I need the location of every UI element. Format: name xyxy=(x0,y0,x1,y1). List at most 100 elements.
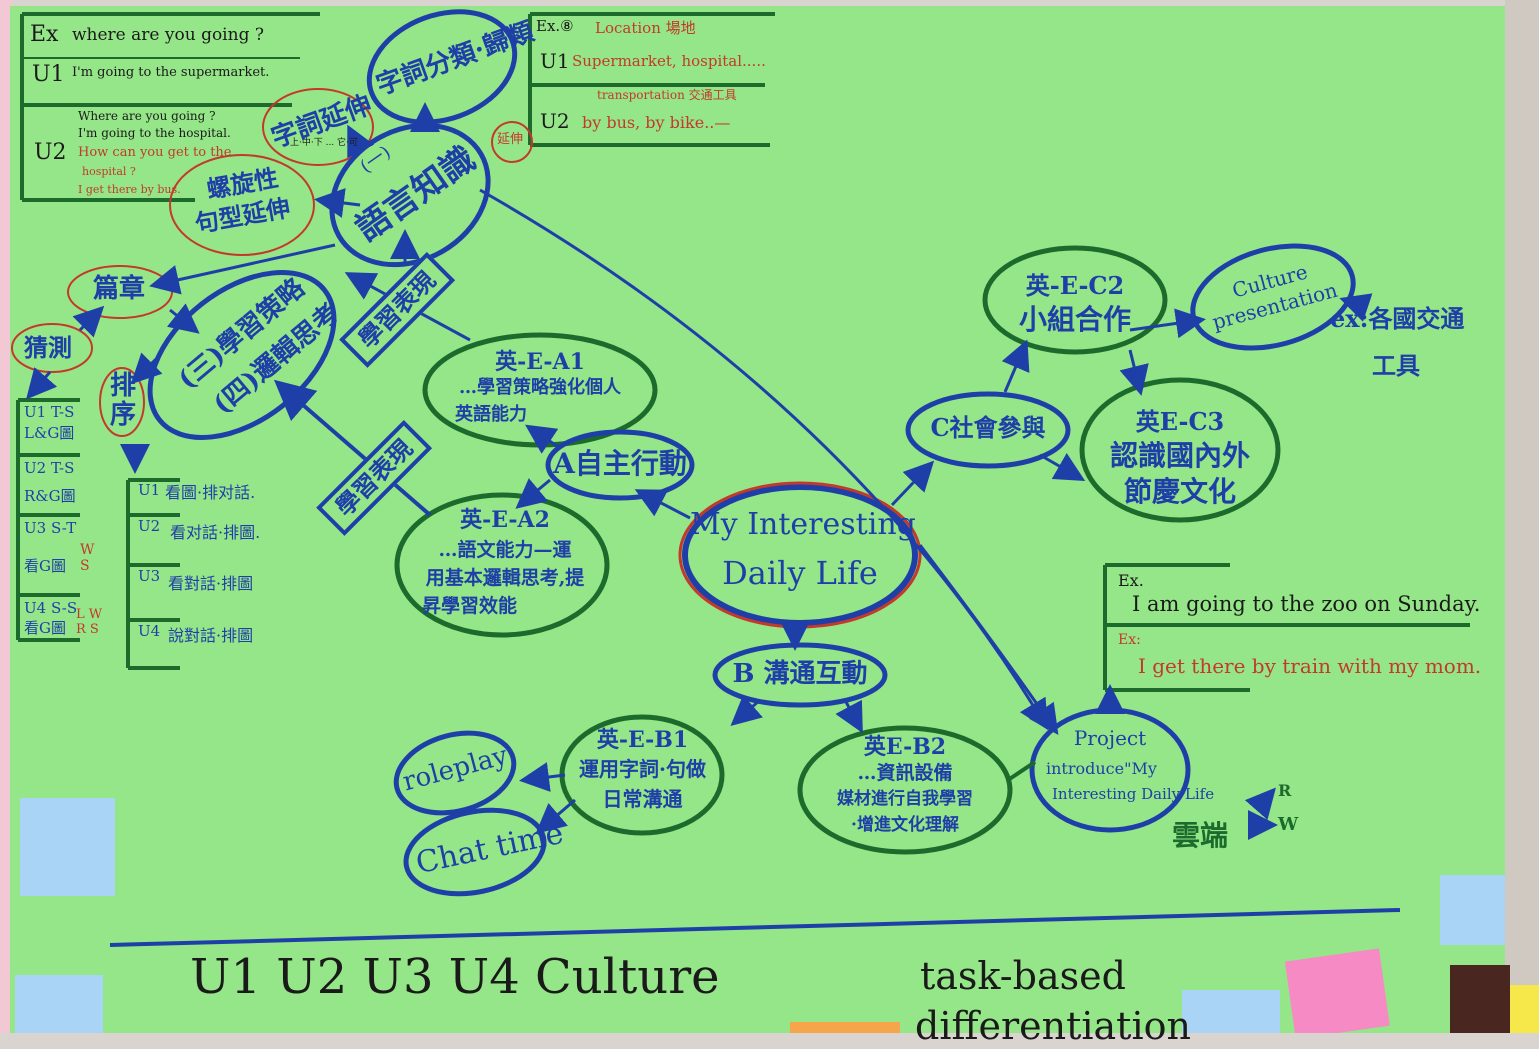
node-roleplay xyxy=(393,730,517,816)
ec3-line3: 節慶文化 xyxy=(1123,475,1236,508)
ea1-line3: 英語能力 xyxy=(455,404,527,425)
node-spiral xyxy=(169,154,315,256)
cloud-label: 雲端 xyxy=(1172,819,1229,852)
ec2-title: 英-E-C2 xyxy=(1025,271,1125,300)
ea2-line3: 用基本邏輯思考,提 xyxy=(425,567,585,589)
ea2-title: 英-E-A2 xyxy=(460,507,550,533)
sticky-note-pink xyxy=(1284,948,1390,1033)
eb2-title: 英E-B2 xyxy=(863,734,947,760)
eb2-line2: …資訊設備 xyxy=(857,762,953,784)
u1-label: U1 xyxy=(32,62,65,87)
unit-sub: 看G圖 xyxy=(24,619,66,637)
eb1-line3: 日常溝通 xyxy=(602,787,683,811)
center-title-1: My Interesting xyxy=(690,507,916,542)
ex-label: Ex xyxy=(30,22,59,47)
example2-label: Ex: xyxy=(1118,632,1141,648)
u2-line2: I'm going to the hospital. xyxy=(78,126,231,140)
unit-name: U3 S-T xyxy=(24,519,77,537)
node-ec2 xyxy=(982,245,1168,355)
extend-label: 延伸 xyxy=(497,132,524,147)
u2-line1: Where are you going ? xyxy=(78,109,216,123)
ea2-line4: 昇學習效能 xyxy=(422,595,518,617)
dark-object xyxy=(1450,965,1510,1033)
step-text: 看圖·排对話. xyxy=(165,483,256,502)
node-c xyxy=(905,391,1071,469)
unit-sub: 看G圖 xyxy=(24,557,66,575)
u2-line3: How can you get to the xyxy=(78,145,232,160)
ea1-title: 英-E-A1 xyxy=(495,349,585,375)
mid-transport: transportation 交通工具 xyxy=(597,88,737,102)
right-example-frame xyxy=(1103,563,1470,692)
mid-u1-label: U1 xyxy=(540,49,570,73)
step-text: 看對話·排圖 xyxy=(168,574,254,593)
unit-name: U1 T-S xyxy=(24,403,75,421)
eb2-line4: ·增進文化理解 xyxy=(851,815,959,835)
mid-u1-text: Supermarket, hospital..... xyxy=(572,52,766,70)
vocab-ext-note: 上·中·下 ... 它·可 xyxy=(290,138,358,148)
u2-line4: hospital ? xyxy=(82,165,136,178)
project-line3: Interesting Daily Life xyxy=(1052,785,1215,803)
ea2-line2: …語文能力—運 xyxy=(438,539,572,561)
wall-right xyxy=(1505,0,1539,1033)
u2-label: U2 xyxy=(34,140,67,165)
sticky-note-orange xyxy=(790,1022,900,1033)
node-ea2 xyxy=(394,492,610,638)
node-a xyxy=(545,429,695,501)
unit-side: L W R S xyxy=(76,607,103,637)
bottom-units: U1 U2 U3 U4 Culture xyxy=(190,949,720,1005)
sticky-note-blue-bottom-left xyxy=(15,975,103,1033)
project-line2: introduce"My xyxy=(1046,759,1157,778)
center-title-2: Daily Life xyxy=(722,554,878,592)
node-chattime xyxy=(403,807,547,897)
mid-location: Location 場地 xyxy=(595,19,696,37)
bottom-task: task-based xyxy=(920,954,1126,998)
unit-name: U4 S-S xyxy=(24,599,78,617)
order-steps-frame xyxy=(126,478,180,670)
step-text: 說對話·排圖 xyxy=(168,626,254,645)
u1-answer: I'm going to the supermarket. xyxy=(72,65,270,80)
node-extend xyxy=(491,121,533,163)
step-unit: U2 xyxy=(138,517,161,535)
eb1-title: 英-E-B1 xyxy=(596,727,689,753)
ec2-line2: 小組合作 xyxy=(1018,303,1131,336)
node-order xyxy=(99,367,145,437)
mid-u2-text: by bus, by bike..— xyxy=(582,113,731,132)
sticky-note-blue-left xyxy=(20,798,115,896)
node-ec3 xyxy=(1079,377,1281,523)
top-left-box-frame xyxy=(20,12,320,202)
sticky-note-blue-right xyxy=(1440,875,1505,945)
step-unit: U1 xyxy=(138,481,161,499)
example2-text: I get there by train with my mom. xyxy=(1138,654,1482,678)
ec3-title: 英E-C3 xyxy=(1135,407,1225,436)
eb2-to-project-line xyxy=(1006,760,1037,782)
r-mark: R xyxy=(1278,781,1292,800)
node-eb2 xyxy=(797,725,1013,855)
u2-line5: I get there by bus. xyxy=(78,183,181,196)
ea1-line2: …學習策略強化個人 xyxy=(459,377,621,398)
unit-side: W S xyxy=(80,542,95,575)
eb2-line3: 媒材進行自我學習 xyxy=(837,789,973,809)
step-unit: U4 xyxy=(138,622,161,640)
eb1-line2: 運用字詞·句做 xyxy=(579,757,706,781)
bottom-divider xyxy=(109,908,1401,947)
a-node-label: A自主行動 xyxy=(553,447,687,480)
example1-text: I am going to the zoo on Sunday. xyxy=(1132,592,1481,616)
poster-paper xyxy=(10,6,1505,1033)
bottom-diff: differentiation xyxy=(915,1004,1191,1048)
ex-question: where are you going ? xyxy=(72,25,264,45)
example1-label: Ex. xyxy=(1118,571,1144,590)
w-mark: W xyxy=(1278,814,1299,835)
project-title: Project xyxy=(1073,726,1147,750)
node-language xyxy=(329,122,491,268)
step-text: 看对話·排圖. xyxy=(170,523,261,542)
ec3-line2: 認識國內外 xyxy=(1109,439,1250,472)
culture-example-2: 工具 xyxy=(1372,351,1420,380)
node-vocab-class xyxy=(366,9,518,125)
c-node-label: C社會參與 xyxy=(930,413,1046,442)
culture-example-1: ex:各國交通 xyxy=(1330,304,1465,333)
top-mid-box-frame xyxy=(528,12,775,147)
step-unit: U3 xyxy=(138,567,161,585)
mid-ex-label: Ex.⑧ xyxy=(536,17,574,35)
order-label: 排序 xyxy=(110,371,137,430)
